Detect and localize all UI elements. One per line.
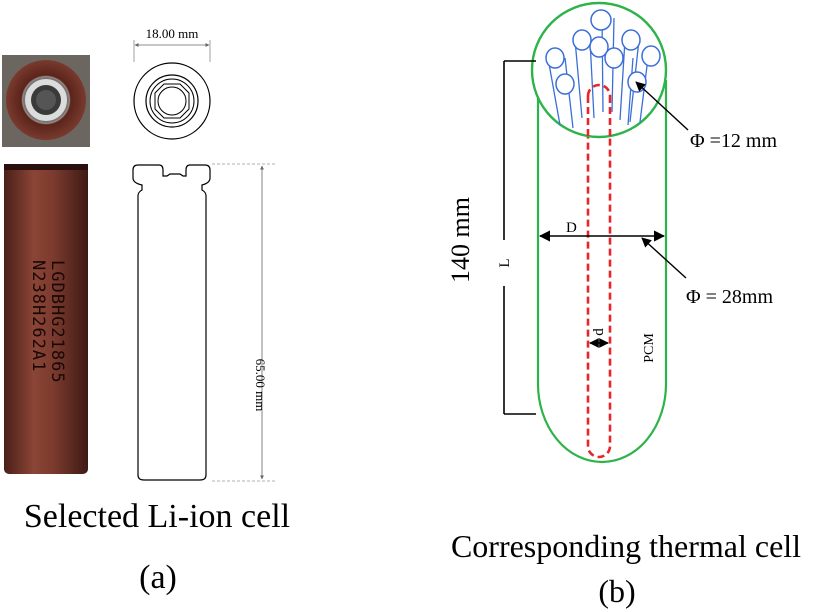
phi-small-pointer bbox=[635, 81, 689, 131]
top-dimension: 18.00 mm bbox=[133, 26, 211, 62]
panel-b: L 140 mm D d PCM Φ =12 mm Φ = 28mm Corre… bbox=[446, 1, 801, 609]
cell-side-drawing bbox=[132, 164, 211, 481]
length-label: 140 mm bbox=[446, 197, 475, 283]
phi-small-label: Φ =12 mm bbox=[690, 130, 777, 152]
panel-b-caption: Corresponding thermal cell bbox=[451, 528, 801, 564]
dim-top-label: 18.00 mm bbox=[146, 26, 199, 41]
cell-top-photo bbox=[2, 55, 90, 147]
d-label: d bbox=[591, 328, 607, 336]
side-dimension: 65.00 mm bbox=[212, 163, 275, 482]
panel-a-letter: (a) bbox=[139, 559, 177, 596]
panel-a: LGDBHG21865 N238H262A1 18.00 mm 65.00 mm bbox=[2, 26, 290, 596]
pcm-container-outline bbox=[536, 80, 668, 464]
panel-a-caption: Selected Li-ion cell bbox=[24, 498, 290, 535]
pcm-label: PCM bbox=[642, 333, 657, 363]
magnified-top-view bbox=[530, 1, 668, 139]
cell-print-line1: LGDBHG21865 bbox=[47, 260, 67, 384]
panel-b-letter: (b) bbox=[598, 573, 635, 609]
dim-side-label: 65.00 mm bbox=[253, 359, 268, 412]
D-label: D bbox=[566, 220, 577, 236]
cell-top-drawing bbox=[133, 62, 211, 140]
heater-rod bbox=[586, 83, 612, 459]
cell-print-line2: N238H262A1 bbox=[28, 260, 48, 372]
cell-side-photo: LGDBHG21865 N238H262A1 bbox=[2, 160, 90, 476]
phi-large-pointer bbox=[641, 237, 687, 279]
length-dimension bbox=[503, 60, 536, 415]
phi-large-label: Φ = 28mm bbox=[686, 286, 773, 308]
L-label: L bbox=[497, 258, 513, 267]
